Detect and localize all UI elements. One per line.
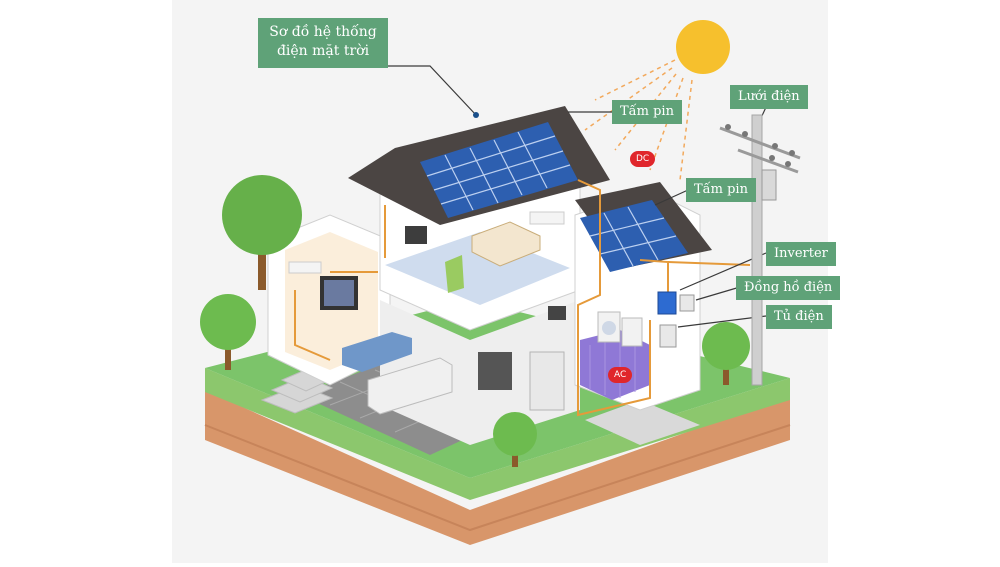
label-grid: Lưới điện xyxy=(730,85,808,109)
tag-ac: AC xyxy=(608,367,633,383)
label-inverter: Inverter xyxy=(766,242,836,266)
tree-front xyxy=(493,412,537,467)
tree-left-small xyxy=(200,294,256,370)
fridge-icon xyxy=(529,351,565,411)
label-panel-top: Tấm pin xyxy=(612,100,682,124)
dryer-icon xyxy=(621,317,643,347)
label-meter: Đồng hồ điện xyxy=(736,276,841,300)
meter-icon xyxy=(679,294,695,312)
title-line-1: Sơ đồ hệ thống xyxy=(269,24,377,40)
soil-layer xyxy=(205,390,790,545)
label-cabinet: Tủ điện xyxy=(766,305,832,329)
tree-left-large xyxy=(222,175,302,290)
wall-panel-icon xyxy=(548,306,566,320)
transformer-icon xyxy=(761,169,777,201)
wiring xyxy=(294,179,751,417)
title-line-2: điện mặt trời xyxy=(276,43,370,59)
bed-icon xyxy=(471,221,541,267)
sofa-icon xyxy=(342,332,412,372)
tag-dc: DC xyxy=(630,151,656,167)
laundry-floor xyxy=(580,330,650,400)
bedroom-ac-icon xyxy=(529,211,565,225)
solar-panel-main xyxy=(420,122,578,218)
computer-icon xyxy=(405,226,427,244)
kitchen-counter xyxy=(367,357,453,415)
walkway xyxy=(585,400,700,445)
solar-panel-right xyxy=(580,200,688,272)
cabinet-icon xyxy=(659,324,677,348)
diagram-title: Sơ đồ hệ thống điện mặt trời xyxy=(258,18,388,68)
utility-pole xyxy=(719,114,801,386)
sun-icon xyxy=(676,20,730,74)
stove-icon xyxy=(478,352,512,390)
inverter-icon xyxy=(657,291,677,315)
tree-right xyxy=(702,322,750,385)
air-conditioner-icon xyxy=(288,261,322,274)
label-panel-side: Tấm pin xyxy=(686,178,756,202)
chair-icon xyxy=(445,255,464,293)
